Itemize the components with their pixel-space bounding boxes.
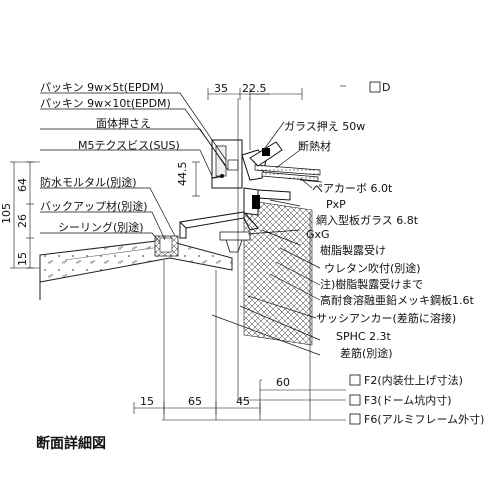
dimension-values: 35 22.5 44.5 105 64 26 15 60 15 65 45 [0,82,290,408]
label-glass-press: ガラス押え 50w [284,119,365,133]
dim-22-5: 22.5 [242,82,267,95]
dim-44-5: 44.5 [176,162,189,187]
sealing-block [154,235,179,257]
label-wire-glass: 網入型板ガラス 6.8t [316,213,419,227]
label-pxp: PxP [326,198,346,211]
dimension-lines [10,85,346,421]
label-resin-dew: 樹脂製露受け [320,243,386,257]
urethane-block [243,199,313,346]
frame-lower [243,187,291,216]
dim-26: 26 [16,214,29,228]
dim-15-h: 15 [140,395,154,408]
dim-60: 60 [276,376,290,389]
label-sphc: SPHC 2.3t [336,330,392,343]
glass-press [249,141,283,167]
label-gxg: GxG [306,228,330,241]
label-f6: F6(アルミフレーム外寸) [364,412,484,426]
label-steel-plate: 高耐食溶融亜鉛メッキ鋼板1.6t [320,293,474,307]
leader-lines [40,92,321,356]
label-note-resin: 注)樹脂製露受けまで [320,277,423,291]
dim-35: 35 [214,82,228,95]
label-polycarbo: ペアカーボ 6.0t [312,182,393,195]
resin-dew-tray [219,231,251,253]
labels: パッキン 9w×5t(EPDM) パッキン 9w×10t(EPDM) 面体押さえ… [36,81,484,452]
page-title: 断面詳細図 [36,435,106,452]
dim-45: 45 [236,395,250,408]
label-waterproof: 防水モルタル(別途) [40,175,137,189]
label-sealing: シーリング(別途) [58,220,144,234]
label-insulation: 断熱材 [298,139,331,153]
dim-64: 64 [16,178,29,192]
dim-15-v: 15 [16,252,29,266]
concrete-body [39,239,233,300]
label-d: D [382,81,390,94]
ref-boxes [349,81,381,425]
glass-panel [254,164,323,183]
label-face-press: 面体押さえ [96,116,151,130]
label-packing2: パッキン 9w×10t(EPDM) [40,97,171,110]
label-backup: バックアップ材(別途) [40,199,148,213]
label-m5-screw: M5テクスビス(SUS) [78,139,180,152]
dim-105: 105 [0,203,13,224]
label-f2: F2(内装仕上げ寸法) [364,373,463,387]
label-urethane: ウレタン吹付(別途) [324,261,421,275]
label-sash-anchor: サッシアンカー(差筋に溶接) [316,311,456,325]
label-rebar: 差筋(別途) [340,346,393,360]
sphc-frame [178,211,259,239]
label-packing1: パッキン 9w×5t(EPDM) [40,81,164,94]
dim-65: 65 [188,395,202,408]
m5-screw [211,174,225,179]
label-f3: F3(ドーム坑内寸) [364,393,452,407]
